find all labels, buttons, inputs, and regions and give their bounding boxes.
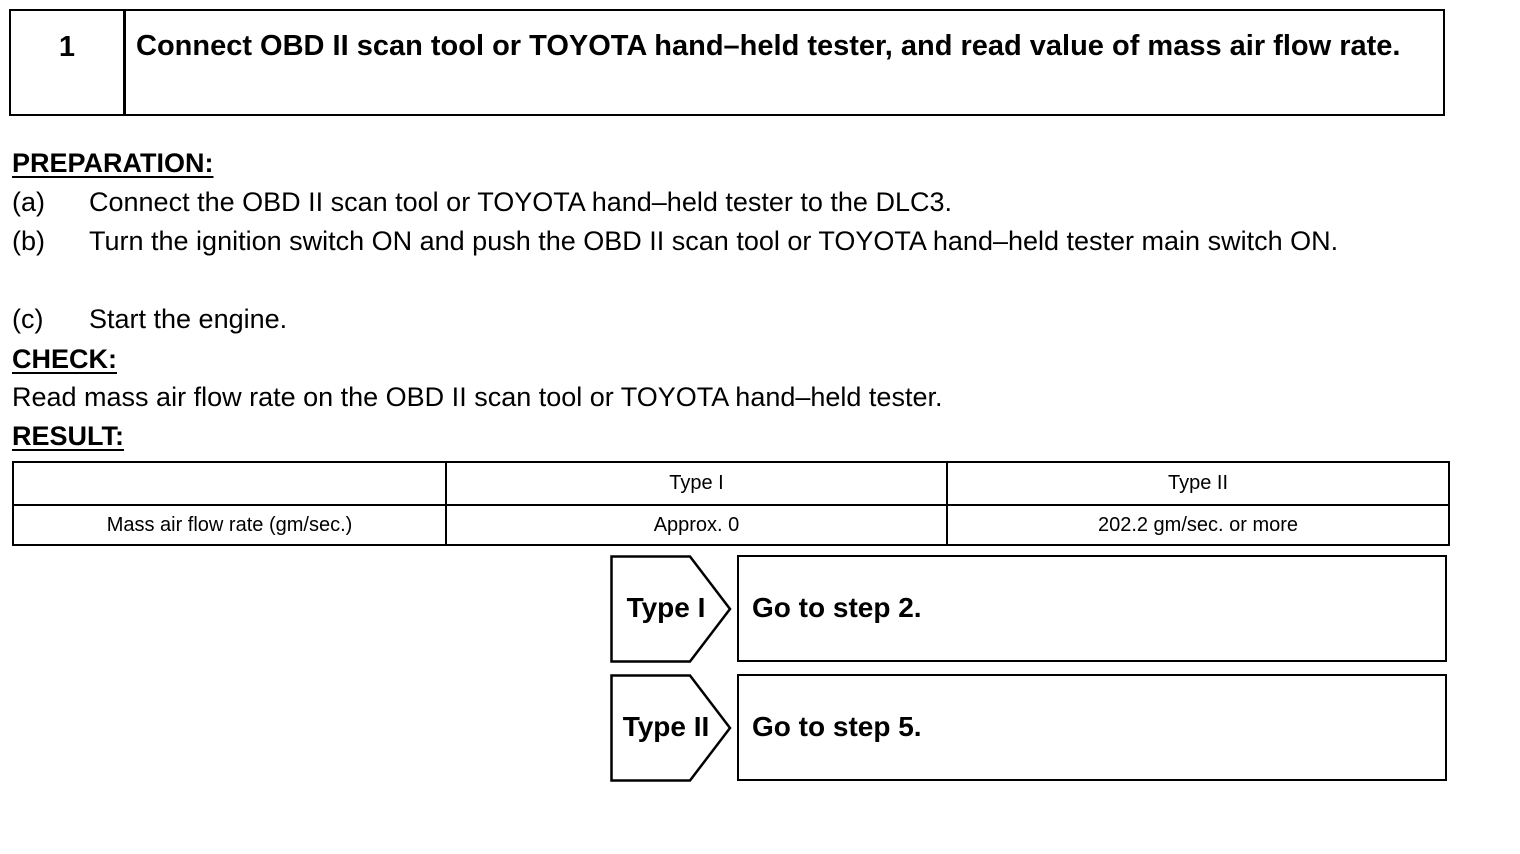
type-i-arrow: Type I	[610, 555, 734, 663]
table-row: Mass air flow rate (gm/sec.) Approx. 0 2…	[12, 504, 1450, 546]
step-number: 1	[58, 31, 76, 63]
type-ii-arrow: Type II	[610, 674, 734, 782]
outcome-action: Go to step 5.	[752, 711, 922, 742]
result-heading: RESULT:	[12, 421, 124, 451]
outcome-box: Go to step 2.	[737, 555, 1447, 662]
preparation-item-text: Connect the OBD II scan tool or TOYOTA h…	[89, 187, 952, 217]
check-heading: CHECK:	[12, 344, 117, 374]
outcome-action: Go to step 2.	[752, 592, 922, 623]
outcome-box: Go to step 5.	[737, 674, 1447, 781]
table-header-cell: Type I	[445, 461, 948, 506]
table-header-cell: Type II	[946, 461, 1450, 506]
preparation-item-text: Start the engine.	[89, 304, 288, 334]
preparation-heading: PREPARATION:	[12, 148, 214, 178]
type-label: Type I	[626, 592, 706, 623]
preparation-item-label: (c)	[12, 304, 44, 334]
preparation-item-label: (b)	[12, 226, 45, 256]
type-label: Type II	[622, 711, 710, 742]
table-cell: Mass air flow rate (gm/sec.)	[12, 504, 447, 546]
step-header-divider	[123, 11, 126, 114]
arrow-shape-icon	[610, 555, 732, 663]
arrow-shape-icon	[610, 674, 732, 782]
table-cell: Approx. 0	[445, 504, 948, 546]
step-header: 1 Connect OBD II scan tool or TOYOTA han…	[9, 9, 1445, 116]
preparation-item-text: Turn the ignition switch ON and push the…	[89, 226, 1339, 256]
result-table: Type I Type II Mass air flow rate (gm/se…	[12, 461, 1450, 546]
check-text: Read mass air flow rate on the OBD II sc…	[12, 382, 943, 412]
table-header-row: Type I Type II	[12, 461, 1450, 506]
step-title: Connect OBD II scan tool or TOYOTA hand–…	[136, 30, 1401, 62]
table-cell: 202.2 gm/sec. or more	[946, 504, 1450, 546]
table-header-cell	[12, 461, 447, 506]
preparation-item-label: (a)	[12, 187, 45, 217]
